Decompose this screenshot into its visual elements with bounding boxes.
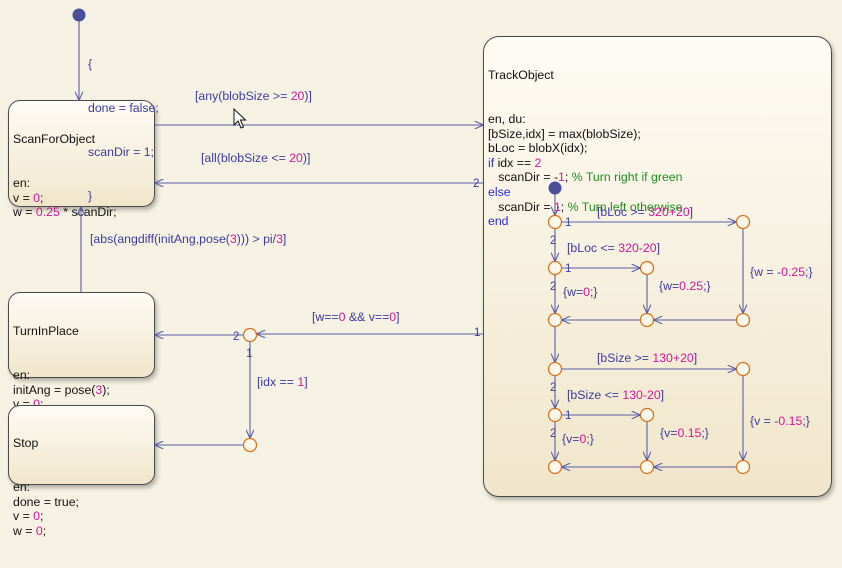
- transition-label: [bLoc <= 320-20]: [567, 241, 660, 255]
- transition-label: {w=0;}: [563, 285, 598, 299]
- code-line: en:: [13, 175, 31, 190]
- transition-label: {v = -0.15;}: [750, 414, 810, 428]
- junction[interactable]: [735, 361, 751, 377]
- transition-label: [bSize <= 130-20]: [567, 388, 664, 402]
- execution-order: 2: [550, 281, 556, 293]
- code-line: bLoc = blobX(idx);: [488, 141, 588, 156]
- junction[interactable]: [639, 459, 655, 475]
- execution-order: 2: [550, 428, 556, 440]
- transition-label: {w=0.25;}: [659, 279, 711, 293]
- junction[interactable]: [639, 312, 655, 328]
- transition-label: {w = -0.25;}: [750, 265, 813, 279]
- junction[interactable]: [547, 459, 563, 475]
- state-code: en, du:[bSize,idx] = max(blobSize);bLoc …: [488, 112, 682, 229]
- execution-order: 2: [473, 178, 479, 190]
- code-line: w = 0;: [13, 523, 47, 538]
- junction[interactable]: [547, 260, 563, 276]
- execution-order: 1: [565, 217, 571, 229]
- code-line: en, du:: [488, 111, 526, 126]
- transition-label: [abs(angdiff(initAng,pose(3))) > pi/3]: [90, 232, 286, 246]
- transition-label: [bLoc >= 320+20]: [597, 205, 693, 219]
- inner-default-dot: [548, 181, 562, 195]
- junction[interactable]: [547, 214, 563, 230]
- execution-order: 1: [565, 263, 571, 275]
- state-title: Stop: [13, 436, 39, 451]
- code-line: v = 0;: [13, 190, 44, 205]
- code-line: en:: [13, 367, 31, 382]
- transition-label: [idx == 1]: [257, 375, 308, 389]
- state-title: TrackObject: [488, 68, 554, 83]
- code-line: scanDir = -1; % Turn right if green: [488, 170, 683, 185]
- transition-label: [any(blobSize >= 20)]: [195, 89, 312, 103]
- execution-order: 2: [550, 235, 556, 247]
- junction[interactable]: [547, 407, 563, 423]
- stateflow-chart: ScanForObject en:v = 0;w = 0.25 * scanDi…: [8, 8, 832, 538]
- transition-label: [w==0 && v==0]: [312, 310, 400, 324]
- execution-order: 2: [550, 382, 556, 394]
- junction[interactable]: [735, 312, 751, 328]
- transition-label: {v=0;}: [562, 432, 594, 446]
- code-line: v = 0;: [13, 397, 117, 412]
- junction[interactable]: [639, 260, 655, 276]
- state-title: ScanForObject: [13, 132, 96, 147]
- state-scan-for-object[interactable]: ScanForObject en:v = 0;w = 0.25 * scanDi…: [8, 100, 155, 219]
- transition-label: [all(blobSize <= 20)]: [201, 151, 310, 165]
- default-transition-action: { done = false; scanDir = 1; }: [88, 57, 159, 203]
- state-stop[interactable]: Stop en:done = true;v = 0;w = 0;: [8, 405, 155, 538]
- junction[interactable]: [735, 214, 751, 230]
- transition-layer: [any(blobSize >= 20)] [all(blobSize <= 2…: [72, 8, 813, 475]
- junction[interactable]: [547, 361, 563, 377]
- execution-order: 1: [246, 348, 252, 360]
- transition-label: {v=0.15;}: [660, 426, 709, 440]
- junction[interactable]: [547, 312, 563, 328]
- code-line: initAng = pose(3);: [13, 382, 110, 397]
- state-track-object[interactable]: TrackObject en, du:[bSize,idx] = max(blo…: [483, 36, 832, 497]
- code-line: scanDir = 1; % Turn left otherwise: [488, 199, 683, 214]
- junction[interactable]: [639, 407, 655, 423]
- transition-label: [bSize >= 130+20]: [597, 351, 697, 365]
- code-line: en:: [13, 479, 31, 494]
- state-code: en:done = true;v = 0;w = 0;: [13, 480, 79, 538]
- mouse-cursor-icon: [233, 107, 247, 129]
- junction[interactable]: [242, 437, 258, 453]
- default-transition-dot: [72, 8, 86, 22]
- state-title: TurnInPlace: [13, 324, 79, 339]
- execution-order: 1: [565, 410, 571, 422]
- execution-order: 2: [233, 331, 239, 343]
- code-line: end: [488, 214, 509, 229]
- junction[interactable]: [242, 327, 258, 343]
- code-line: v = 0;: [13, 509, 44, 524]
- code-line: done = true;: [13, 494, 79, 509]
- code-line: else: [488, 184, 511, 199]
- execution-order: 1: [474, 327, 480, 339]
- junction[interactable]: [735, 459, 751, 475]
- code-line: if idx == 2: [488, 155, 542, 170]
- code-line: [bSize,idx] = max(blobSize);: [488, 126, 641, 141]
